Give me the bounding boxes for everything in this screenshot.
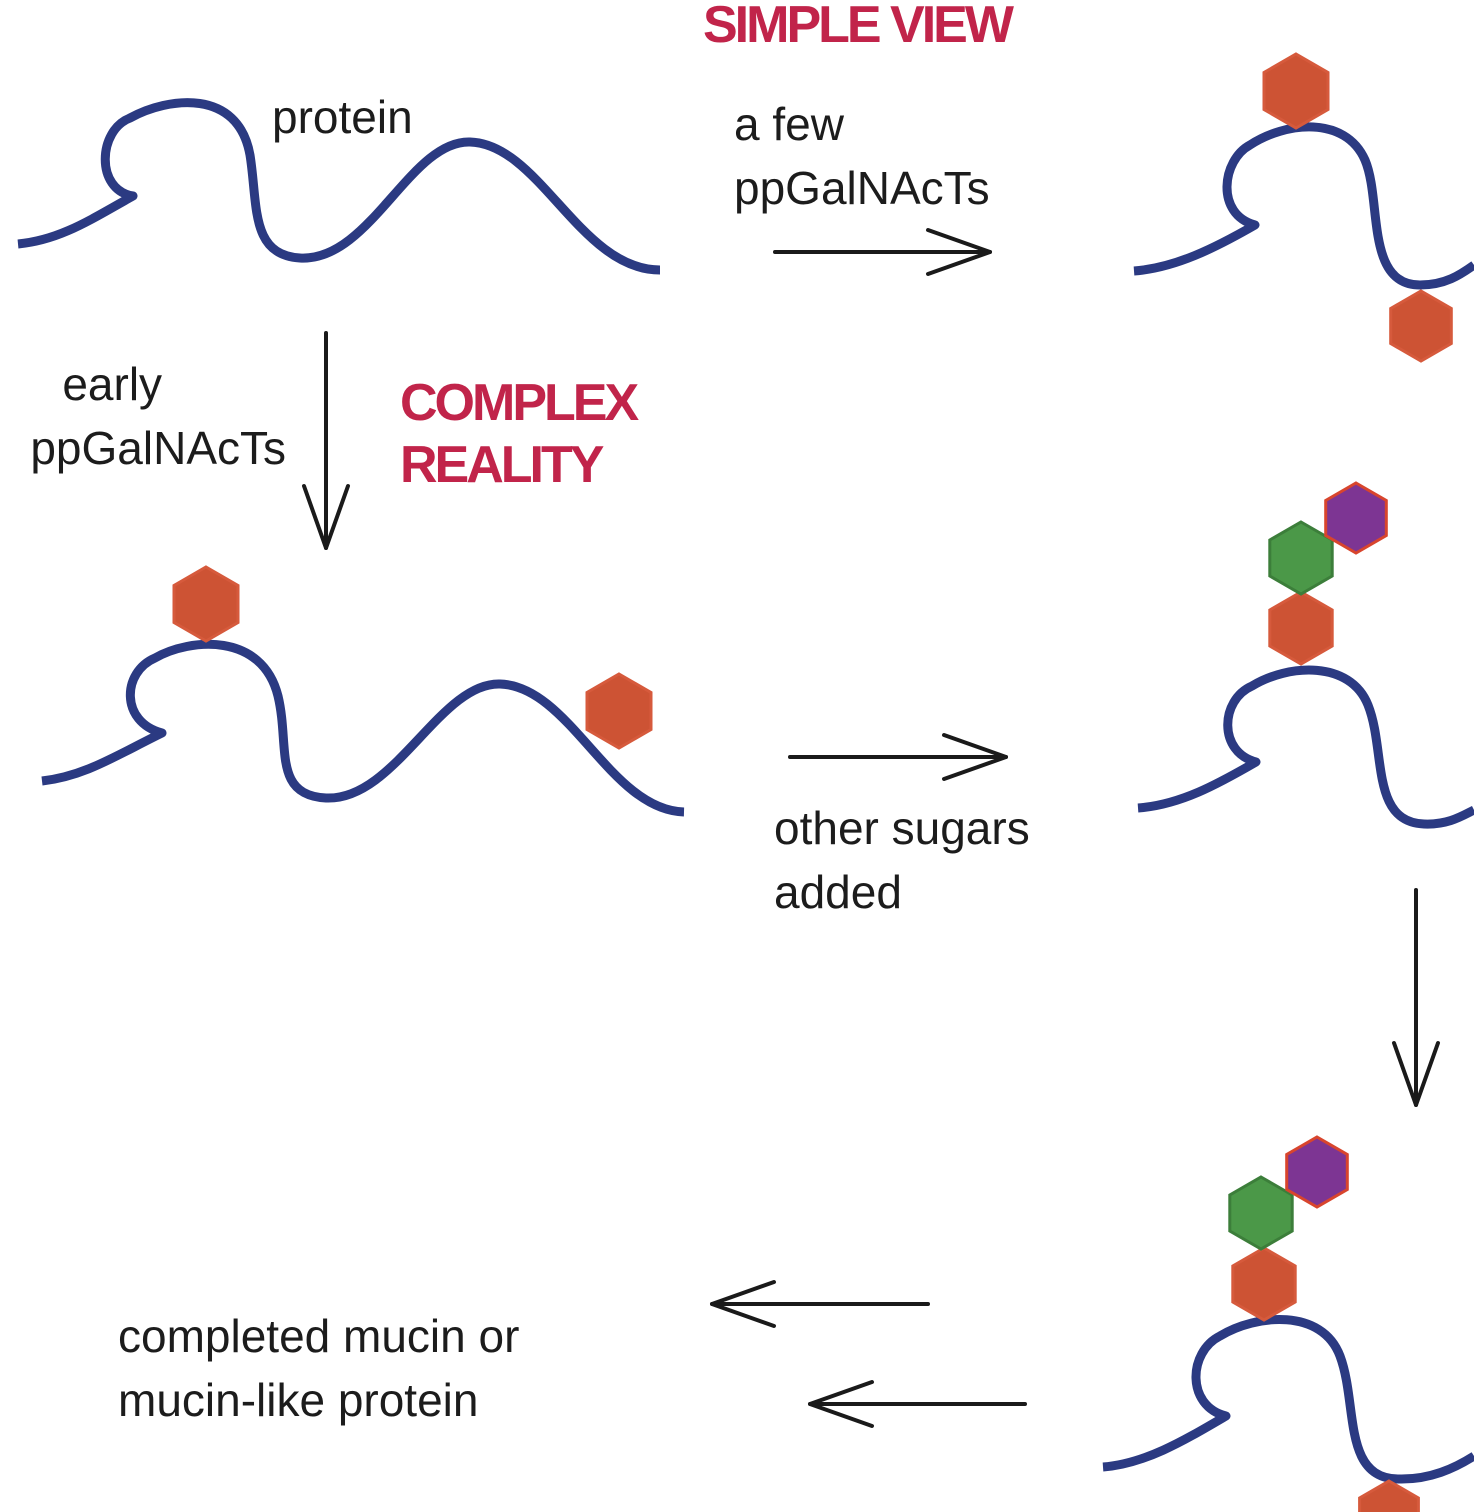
galnac-sugar-hexagon [585,672,653,750]
heading-simple-view: SIMPLE VIEW [703,0,1014,54]
arrow-left-lower [808,1380,1027,1428]
heading-complex-reality-line: REALITY [400,436,604,494]
label-completed-mucin: completed mucin or mucin-like protein [118,1304,519,1432]
label-line: completed mucin or [118,1310,520,1362]
green-sugar-hexagon [1228,1175,1294,1251]
label-line: a few [734,98,844,150]
green-sugar-hexagon [1268,520,1334,596]
label-line: ppGalNAcTs [30,422,286,474]
protein-chain-completed-mucin [1102,1315,1474,1484]
galnac-sugar-hexagon [1358,1479,1420,1512]
label-line: other sugars [774,802,1030,854]
arrow-right-simple [773,228,992,276]
galnac-sugar-hexagon [1262,52,1330,130]
arrow-down-early [302,331,350,550]
purple-sugar-hexagon [1285,1135,1349,1209]
label-other-sugars-added: other sugars added [774,796,1030,924]
label-line: mucin-like protein [118,1374,479,1426]
heading-complex-reality-line: COMPLEX [400,374,639,432]
label-a-few-ppgalnacts: a few ppGalNAcTs [734,92,990,220]
protein-chain-simple-glycosylated [1133,122,1474,290]
label-early-ppgalnacts: early ppGalNAcTs [30,352,286,480]
label-protein: protein [272,91,413,143]
protein-chain-early-glycosylated [41,639,685,817]
arrow-right-other-sugars [788,733,1008,781]
label-line: ppGalNAcTs [734,162,990,214]
galnac-sugar-hexagon [1389,289,1453,363]
label-line: added [774,866,902,918]
galnac-sugar-hexagon [172,565,240,643]
galnac-sugar-hexagon [1231,1246,1297,1322]
protein-chain-extended-glycosylated [1137,665,1474,829]
arrow-left-upper [710,1280,930,1328]
label-line: early [62,358,163,410]
heading-complex-reality: COMPLEX REALITY [400,372,639,496]
arrow-down-to-completion [1392,888,1440,1107]
purple-sugar-hexagon [1324,481,1388,555]
protein-chain-unmodified [17,98,661,275]
galnac-sugar-hexagon [1268,590,1334,666]
